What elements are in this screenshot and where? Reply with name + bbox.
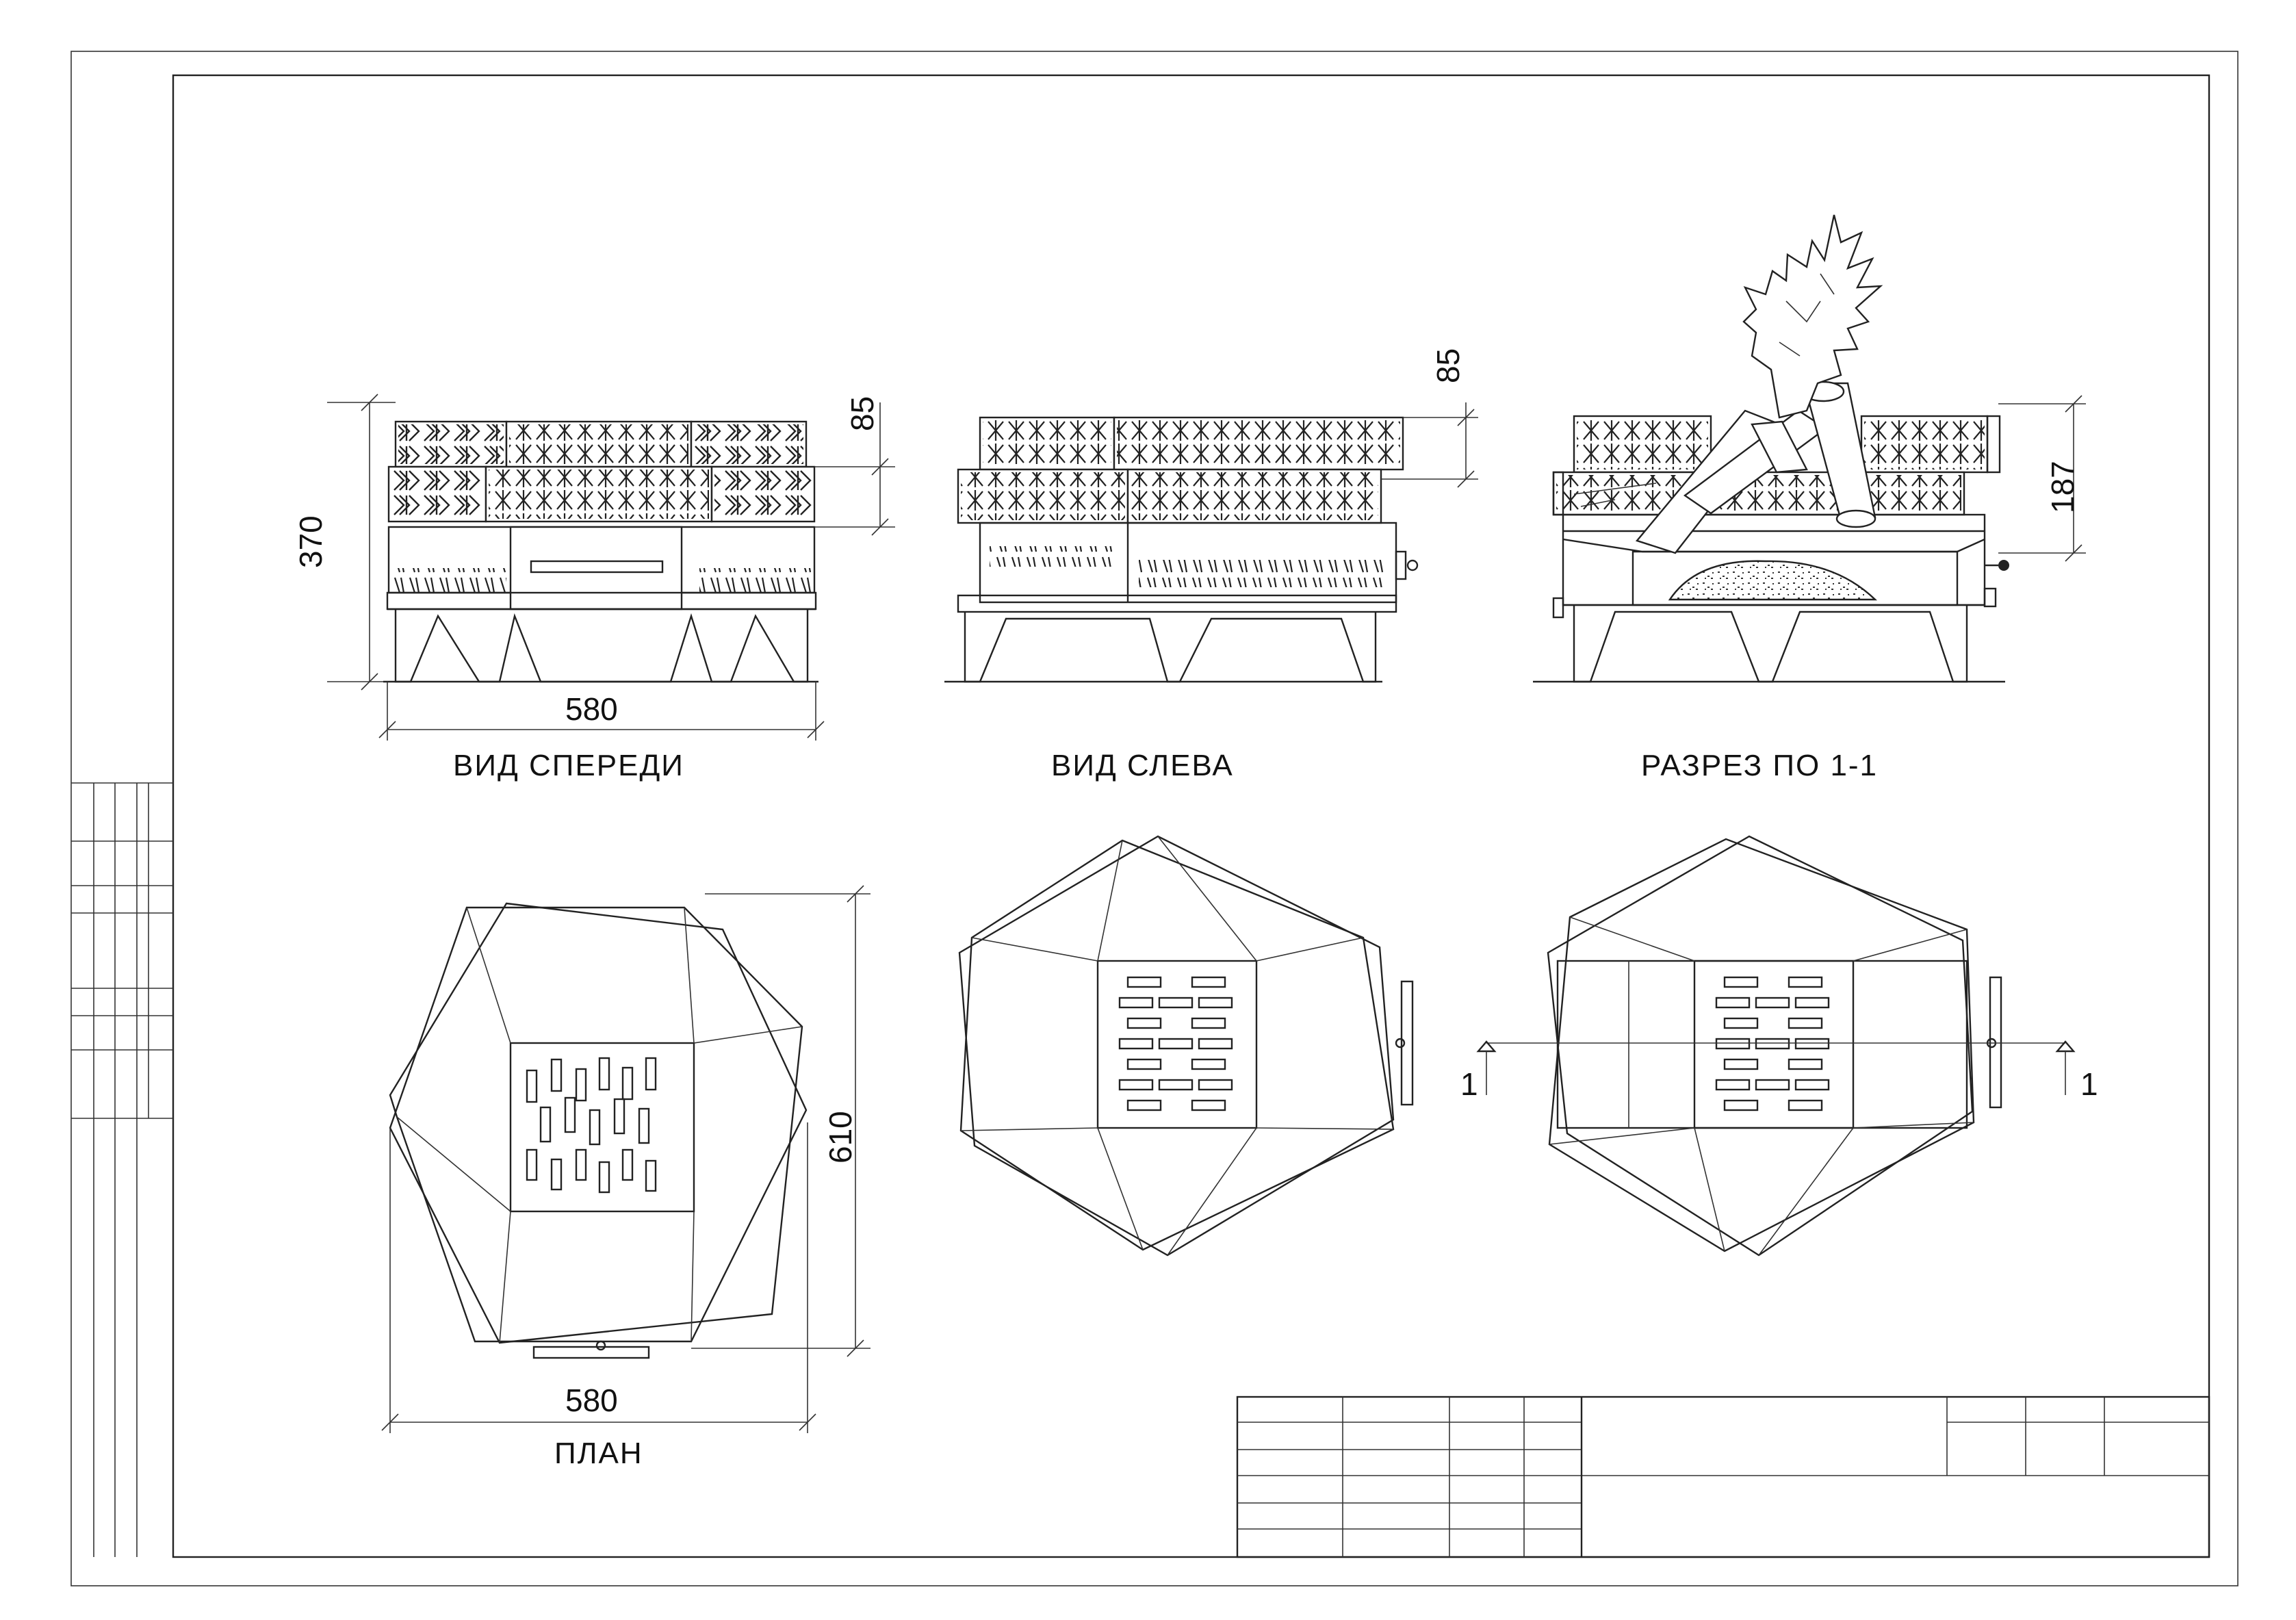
front-legs — [383, 608, 818, 683]
section-view-label: РАЗРЕЗ ПО 1-1 — [1641, 749, 1878, 782]
left-top-dim: 85 — [1430, 348, 1466, 383]
front-view: 370 85 580 ВИД СПЕРЕДИ — [293, 394, 895, 782]
left-view-label: ВИД СЛЕВА — [1051, 749, 1234, 782]
plan-view: 610 580 ПЛАН — [381, 885, 870, 1470]
front-dimensions: 370 85 580 — [293, 394, 895, 741]
left-upper-blocks — [957, 416, 1404, 524]
front-height-dim: 370 — [293, 515, 328, 568]
left-legs — [944, 612, 1382, 683]
front-view-label: ВИД СПЕРЕДИ — [453, 749, 684, 782]
right-top-view: 1 1 — [1460, 835, 2098, 1257]
section-dimensions: 187 — [1998, 395, 2086, 562]
front-upper-blocks — [387, 420, 816, 523]
sheet-frame — [70, 51, 2239, 1586]
plan-height-dim: 610 — [823, 1111, 858, 1163]
plan-grate-slots — [526, 1057, 657, 1194]
middle-top-view — [958, 835, 1414, 1257]
right-grate-slots — [1715, 976, 1830, 1111]
section-view: 187 РАЗРЕЗ ПО 1-1 — [1533, 214, 2086, 782]
plan-dimensions: 610 580 — [381, 885, 870, 1433]
left-dimensions: 85 — [1381, 348, 1478, 488]
plan-width-dim: 580 — [565, 1383, 618, 1418]
section-marker-right: 1 — [2080, 1066, 2098, 1102]
left-view: 85 ВИД СЛЕВА — [944, 348, 1478, 782]
flame-shape — [1742, 214, 1883, 419]
section-cut-line: 1 1 — [1460, 1040, 2098, 1102]
section-marker-left: 1 — [1460, 1066, 1478, 1102]
section-legs — [1533, 605, 2005, 683]
title-block — [1236, 1396, 2210, 1558]
left-body — [957, 522, 1419, 613]
section-height-dim: 187 — [2045, 461, 2080, 513]
front-firebox — [386, 526, 817, 610]
front-top-dim: 85 — [844, 396, 880, 431]
middle-grate-slots — [1118, 976, 1233, 1111]
fire-gravel — [1668, 560, 1877, 601]
firewood-logs — [1573, 381, 1876, 554]
front-width-dim: 580 — [565, 691, 618, 727]
section-firebox — [1552, 513, 2009, 619]
section-upper-blocks — [1552, 415, 2001, 516]
plan-view-label: ПЛАН — [554, 1437, 643, 1470]
